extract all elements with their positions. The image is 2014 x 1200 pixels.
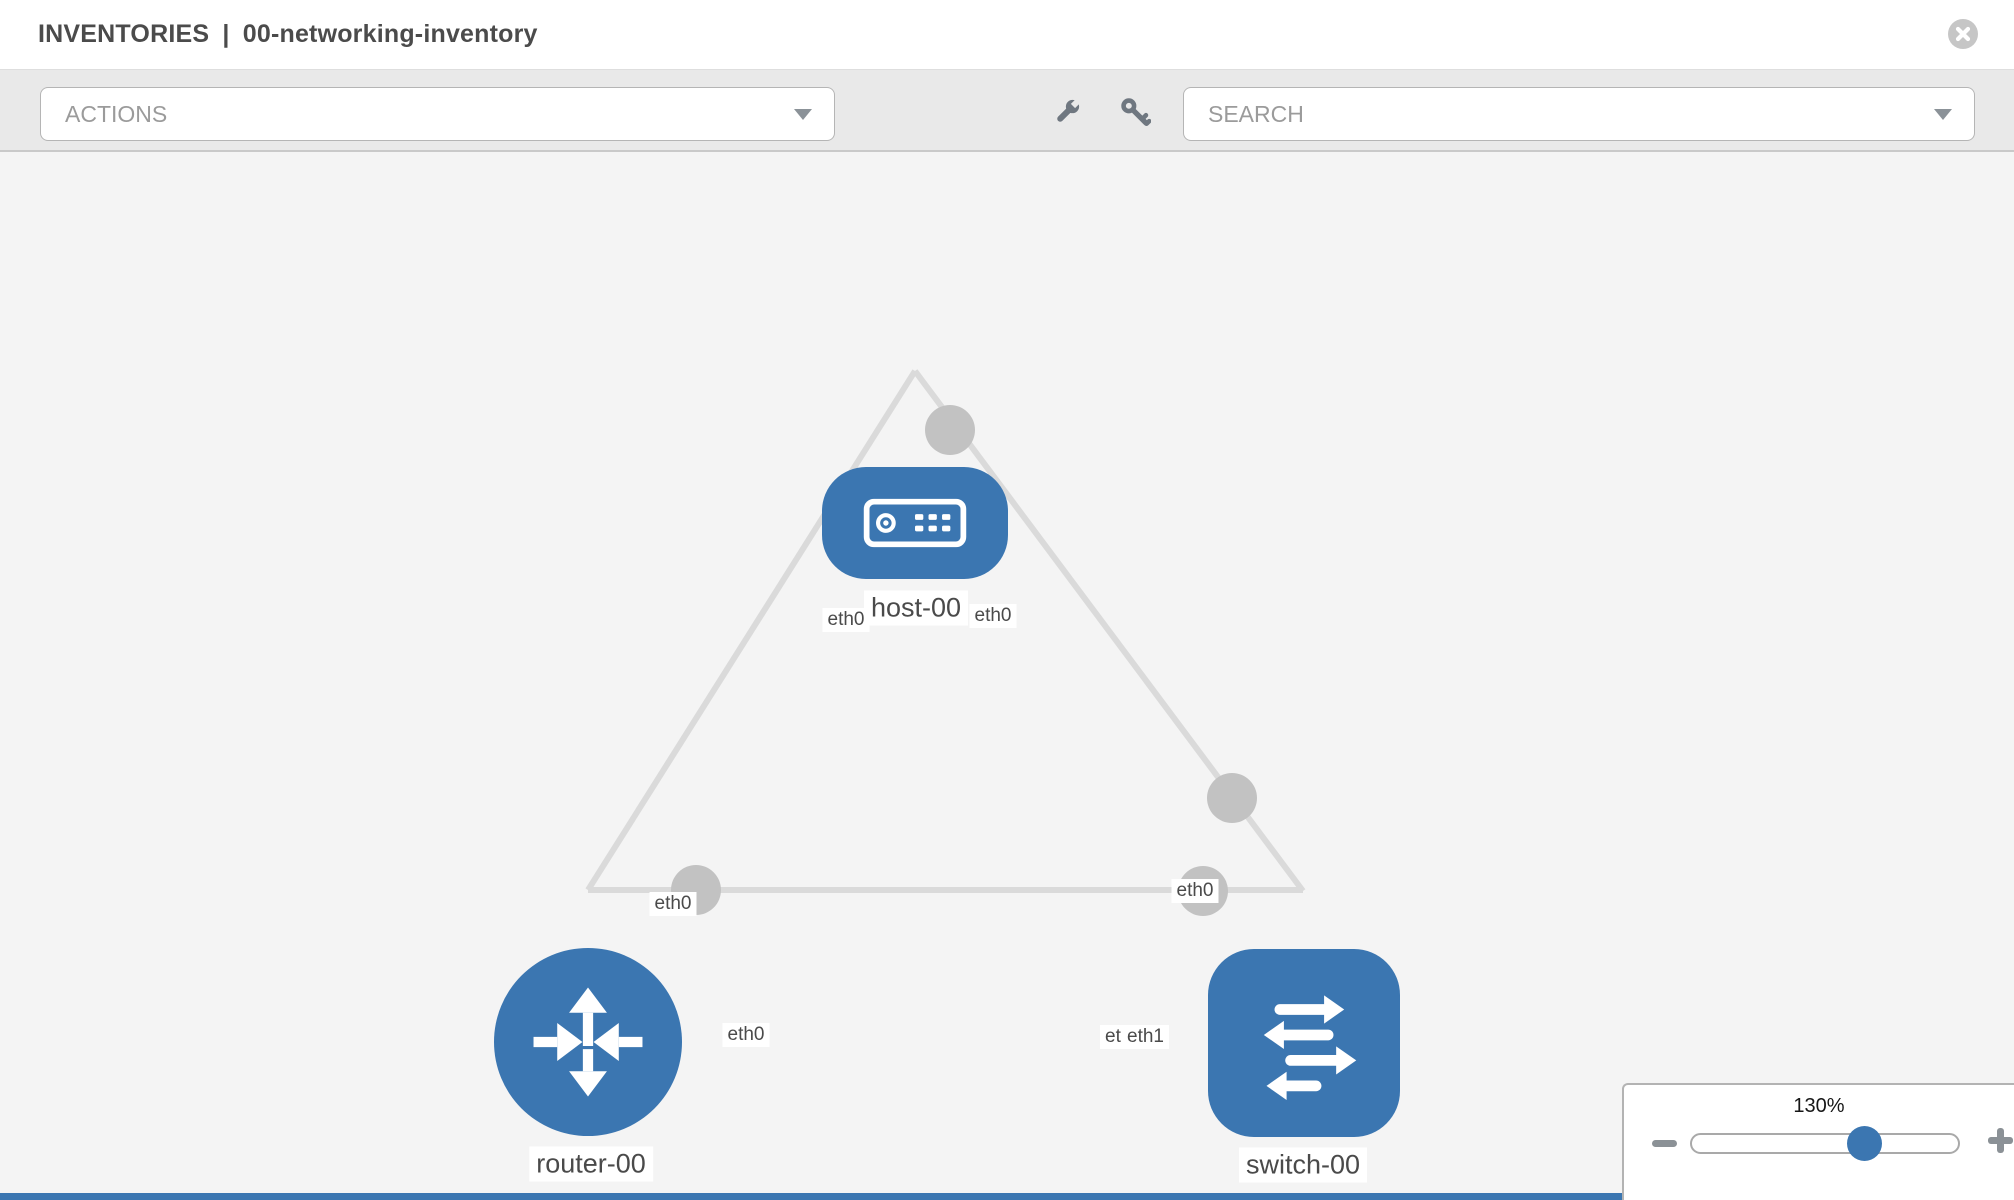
zoom-level-value: 130%	[1793, 1095, 1845, 1117]
plus-bar	[1997, 1128, 2004, 1153]
router-icon	[533, 987, 643, 1097]
actions-dropdown-label: ACTIONS	[65, 100, 168, 127]
interface-label-router-to-switch: eth0	[722, 1023, 770, 1047]
minus-icon[interactable]	[1652, 1140, 1677, 1147]
window-header: INVENTORIES | 00-networking-inventory	[0, 0, 2014, 70]
search-dropdown[interactable]: SEARCH	[1183, 87, 1975, 141]
plus-icon[interactable]	[1986, 1126, 2014, 1155]
interface-label-switch-to-host: eth0	[1171, 879, 1219, 903]
chevron-down-icon	[1934, 109, 1952, 120]
page-title: INVENTORIES | 00-networking-inventory	[0, 20, 544, 49]
key-icon[interactable]	[1119, 96, 1151, 128]
chevron-down-icon	[794, 109, 812, 120]
node-host[interactable]	[822, 467, 1008, 579]
links-layer	[585, 369, 1306, 916]
interface-label-host-to-router: eth0	[822, 608, 870, 632]
interface-label-host-to-switch: eth0	[969, 604, 1017, 628]
port-host-bottom	[925, 405, 975, 455]
search-placeholder: SEARCH	[1208, 100, 1304, 127]
zoom-slider-track[interactable]	[1690, 1133, 1960, 1154]
node-router[interactable]	[494, 948, 682, 1136]
wrench-icon[interactable]	[1051, 96, 1083, 128]
zoom-slider-thumb[interactable]	[1847, 1126, 1882, 1161]
interface-label-switch-to-router: eth1	[1122, 1025, 1169, 1049]
close-icon	[1955, 26, 1971, 42]
port-switch-top	[1207, 773, 1257, 823]
topology-canvas[interactable]: host-00 router-00 switch-00 eth0 eth0 et…	[0, 152, 2014, 1200]
node-label-router: router-00	[529, 1146, 653, 1182]
node-label-host: host-00	[863, 590, 969, 626]
interface-label-router-to-host: eth0	[649, 892, 697, 916]
close-button[interactable]	[1948, 19, 1978, 49]
node-label-switch: switch-00	[1238, 1147, 1368, 1183]
host-icon	[863, 498, 967, 548]
toolbar: ACTIONS SEARCH	[0, 70, 2014, 152]
link-host-router[interactable]	[585, 369, 918, 892]
inventory-name: 00-networking-inventory	[242, 20, 538, 48]
bottom-accent-bar	[0, 1193, 1622, 1200]
page-title-separator: |	[222, 20, 230, 48]
zoom-control-panel: 130%	[1622, 1083, 2014, 1200]
page-title-section: INVENTORIES	[38, 20, 210, 48]
switch-icon	[1263, 995, 1357, 1100]
node-switch[interactable]	[1208, 949, 1400, 1137]
actions-dropdown[interactable]: ACTIONS	[40, 87, 835, 141]
